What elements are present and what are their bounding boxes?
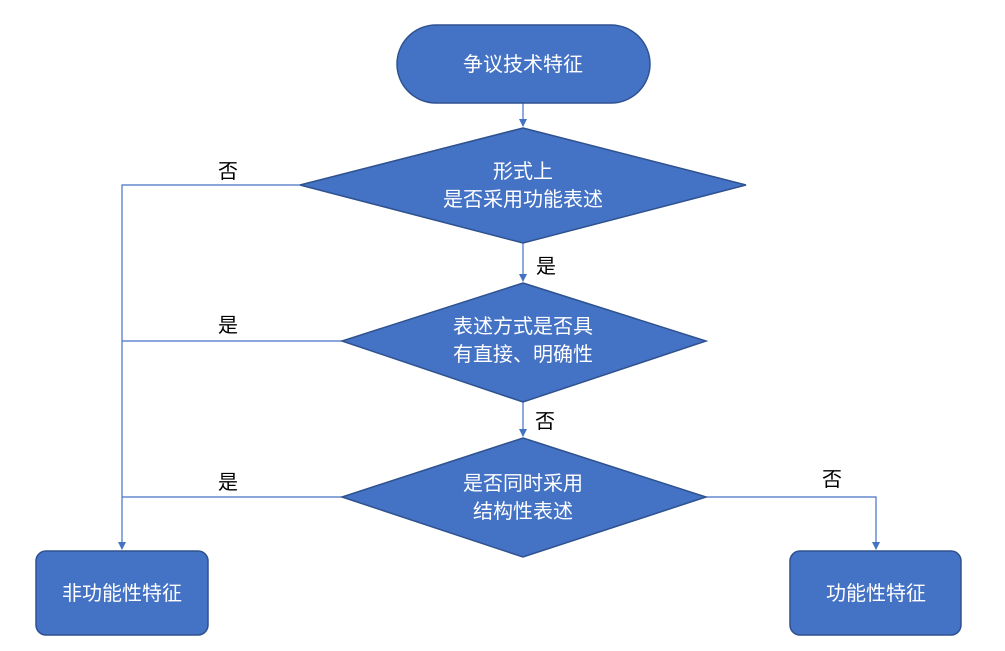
non-functional-node: 非功能性特征 xyxy=(35,550,209,636)
connector-decision3-to-functional xyxy=(706,496,880,550)
decision-3-label-line2: 结构性表述 xyxy=(473,499,573,523)
decision-3-label-line1: 是否同时采用 xyxy=(463,471,583,495)
decision-2-label-line1: 表述方式是否具 xyxy=(453,314,593,338)
edge-label-decision1-no: 否 xyxy=(218,159,238,183)
decision-3: 是否同时采用 结构性表述 xyxy=(339,437,709,558)
edge-label-decision2-no: 否 xyxy=(535,409,555,433)
start-node-shape xyxy=(396,24,651,104)
edge-label-decision1-yes: 是 xyxy=(536,254,556,278)
edge-label-decision2-yes: 是 xyxy=(218,313,238,337)
connectors xyxy=(118,103,880,550)
start-node-label: 争议技术特征 xyxy=(463,52,583,76)
functional-node: 功能性特征 xyxy=(789,550,962,636)
edge-labels: 否 是 是 否 是 否 xyxy=(218,159,842,494)
edge-label-decision3-no: 否 xyxy=(822,467,842,491)
non-functional-node-label: 非功能性特征 xyxy=(62,581,182,605)
functional-node-label: 功能性特征 xyxy=(826,581,926,605)
decision-1-label-line2: 是否采用功能表述 xyxy=(443,187,603,211)
decision-3-diamond xyxy=(339,437,709,558)
decision-1-diamond xyxy=(299,127,747,244)
start-node: 争议技术特征 xyxy=(396,24,651,104)
connector-decision1-to-non-functional xyxy=(118,184,300,550)
edge-label-decision3-yes: 是 xyxy=(218,470,238,494)
decision-1: 形式上 是否采用功能表述 xyxy=(299,127,747,244)
decision-2-label-line2: 有直接、明确性 xyxy=(453,342,593,366)
decision-2-diamond xyxy=(339,282,709,403)
decision-1-label-line1: 形式上 xyxy=(493,159,553,183)
non-functional-node-shape xyxy=(35,550,209,636)
decision-2: 表述方式是否具 有直接、明确性 xyxy=(339,282,709,403)
functional-node-shape xyxy=(789,550,962,636)
